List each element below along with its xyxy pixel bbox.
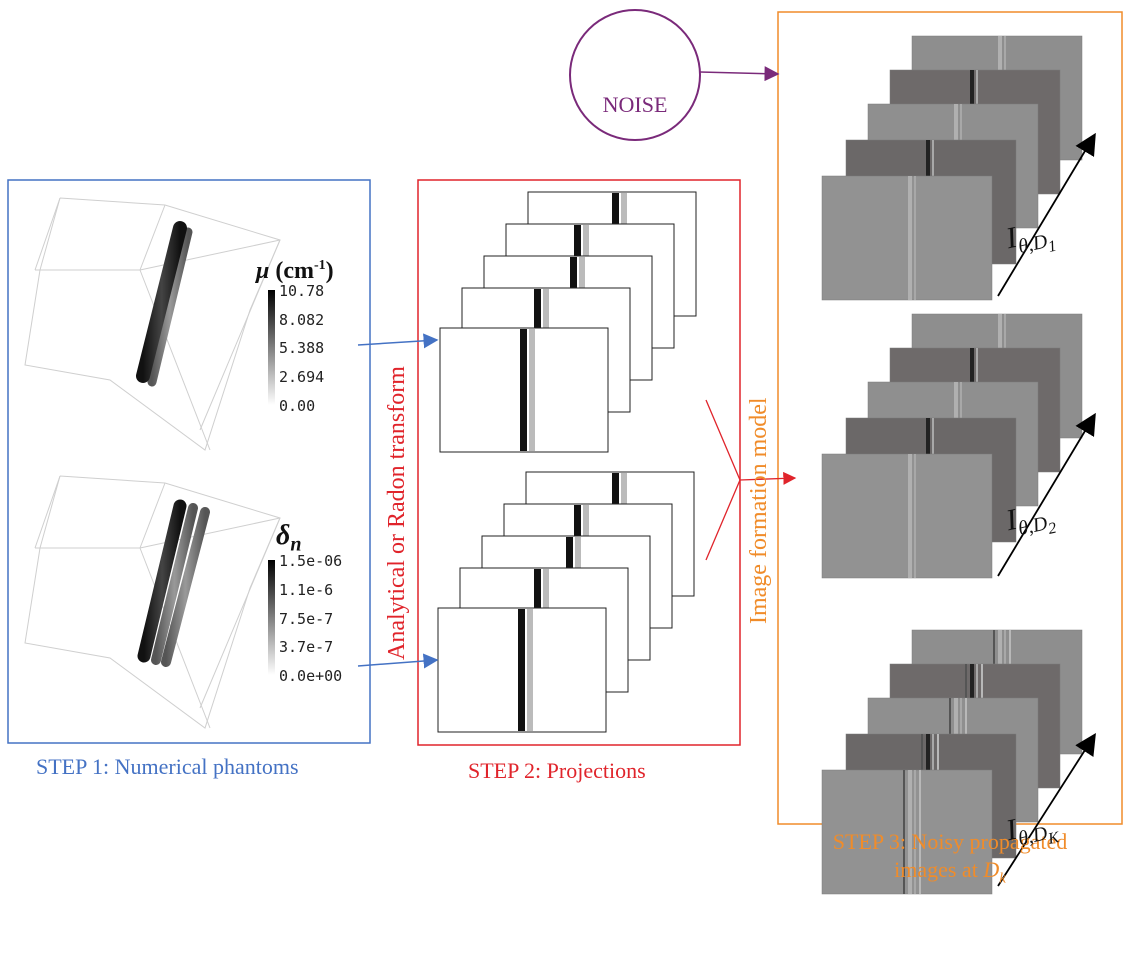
noisy-stack-d1 bbox=[821, 35, 1083, 301]
colorbar-delta bbox=[268, 560, 275, 675]
colorbar-mu-tick: 5.388 bbox=[279, 339, 325, 357]
arrow-delta-to-proj bbox=[357, 653, 439, 669]
noisy-image-frame bbox=[821, 453, 993, 579]
colorbar-delta-title: δn bbox=[276, 520, 302, 556]
colorbar-mu-tick: 10.78 bbox=[279, 282, 325, 300]
phantom-cube-mu bbox=[24, 197, 281, 451]
stack-arrow-d1 bbox=[997, 132, 1096, 297]
image-model-line-top bbox=[705, 399, 741, 481]
colorbar-delta-tick: 3.7e-7 bbox=[279, 638, 334, 656]
colorbar-delta-tick: 0.0e+00 bbox=[279, 667, 343, 685]
arrow-mu-to-proj bbox=[357, 333, 439, 349]
noise-circle bbox=[569, 9, 701, 141]
analytical-transform-label: Analytical or Radon transform bbox=[384, 366, 410, 660]
projection-dark-line bbox=[518, 609, 525, 731]
noisy-image-line bbox=[903, 770, 905, 894]
step2-box bbox=[417, 179, 741, 746]
projection-grey-line bbox=[527, 609, 533, 731]
step1-caption: STEP 1: Numerical phantoms bbox=[36, 754, 299, 779]
colorbar-delta-tick: 7.5e-7 bbox=[279, 610, 334, 628]
projection-dark-line bbox=[520, 329, 527, 451]
step1-box bbox=[7, 179, 371, 744]
projection-stack-mu bbox=[439, 191, 697, 453]
step2-caption: STEP 2: Projections bbox=[468, 758, 646, 783]
noisy-image-line bbox=[914, 454, 916, 578]
phantom-rods-mu bbox=[136, 221, 193, 387]
noise-label: NOISE bbox=[602, 92, 668, 117]
image-formation-label: Image formation model bbox=[746, 397, 772, 624]
phantom-rods-delta bbox=[137, 499, 210, 667]
stack-arrow-d2 bbox=[997, 412, 1096, 577]
colorbar-delta-tick: 1.1e-6 bbox=[279, 581, 334, 599]
projection-stack-delta bbox=[437, 471, 695, 733]
noisy-image-line bbox=[908, 770, 912, 894]
noisy-image-line bbox=[908, 176, 912, 300]
noisy-image-line bbox=[908, 454, 912, 578]
image-model-arrow bbox=[739, 471, 797, 485]
colorbar-mu-tick: 2.694 bbox=[279, 368, 325, 386]
noisy-image-frame bbox=[821, 769, 993, 895]
image-model-line-bottom bbox=[705, 479, 741, 561]
noisy-stack-d2 bbox=[821, 313, 1083, 579]
noise-arrow bbox=[699, 66, 780, 82]
colorbar-mu-tick: 0.00 bbox=[279, 397, 316, 415]
colorbar-delta-tick: 1.5e-06 bbox=[279, 552, 343, 570]
step3-caption: STEP 3: Noisy propagated images at Dk bbox=[832, 829, 1068, 887]
noisy-image-line bbox=[919, 770, 921, 894]
noisy-image-frame bbox=[821, 175, 993, 301]
noisy-stack-dk bbox=[821, 629, 1083, 895]
noisy-image-line bbox=[914, 176, 916, 300]
colorbar-mu bbox=[268, 290, 275, 405]
noisy-image-line bbox=[914, 770, 916, 894]
stack-arrow-dk bbox=[997, 732, 1096, 887]
colorbar-mu-tick: 8.082 bbox=[279, 311, 325, 329]
projection-grey-line bbox=[529, 329, 535, 451]
colorbar-mu-title: μ (cm-1) bbox=[256, 258, 334, 284]
